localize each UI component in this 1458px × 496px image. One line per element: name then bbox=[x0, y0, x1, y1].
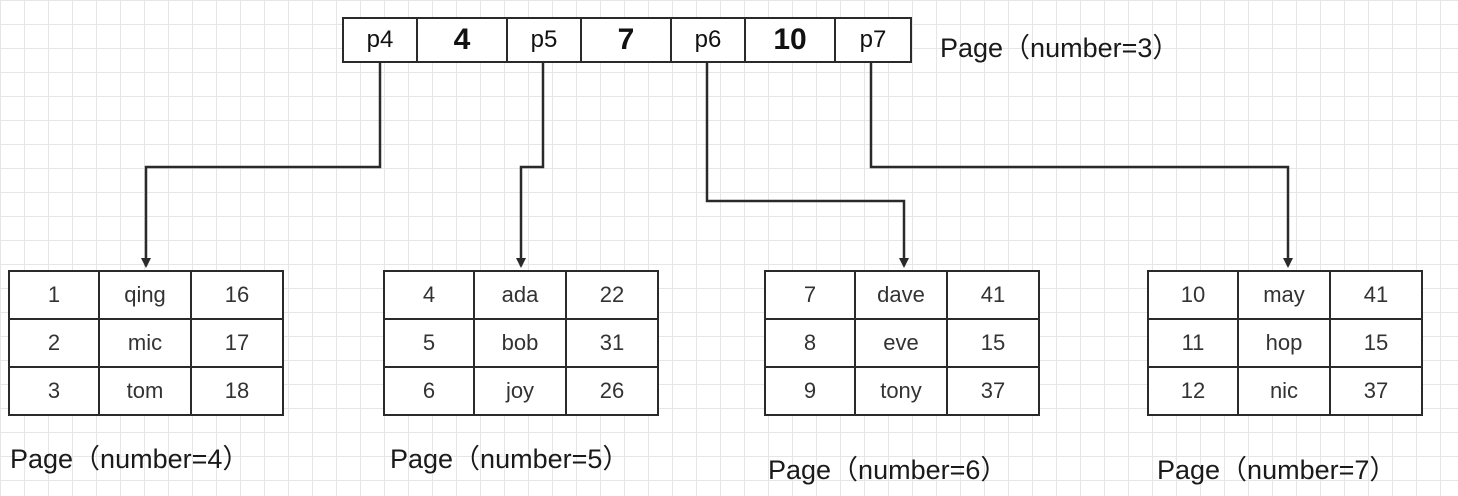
leaf-page-5-caption: Page（number=5） bbox=[390, 444, 630, 474]
table-row: 3 tom 18 bbox=[8, 366, 284, 416]
table-row: 7 dave 41 bbox=[764, 270, 1040, 320]
arrow-p6-to-page6 bbox=[705, 63, 909, 268]
cell-id: 2 bbox=[8, 318, 100, 368]
table-row: 6 joy 26 bbox=[383, 366, 659, 416]
root-pointer-p6: p6 bbox=[672, 19, 746, 61]
cell-id: 8 bbox=[764, 318, 856, 368]
root-page-caption: Page（number=3） bbox=[940, 33, 1180, 63]
cell-age: 18 bbox=[190, 366, 284, 416]
cell-name: ada bbox=[473, 270, 567, 320]
table-row: 5 bob 31 bbox=[383, 318, 659, 368]
root-key-7: 7 bbox=[582, 19, 672, 61]
cell-id: 10 bbox=[1147, 270, 1239, 320]
table-row: 11 hop 15 bbox=[1147, 318, 1423, 368]
cell-id: 11 bbox=[1147, 318, 1239, 368]
cell-name: nic bbox=[1237, 366, 1331, 416]
cell-id: 5 bbox=[383, 318, 475, 368]
table-row: 12 nic 37 bbox=[1147, 366, 1423, 416]
cell-name: qing bbox=[98, 270, 192, 320]
cell-id: 1 bbox=[8, 270, 100, 320]
arrow-p7-to-page7 bbox=[869, 63, 1293, 268]
cell-id: 9 bbox=[764, 366, 856, 416]
cell-id: 7 bbox=[764, 270, 856, 320]
table-row: 2 mic 17 bbox=[8, 318, 284, 368]
leaf-page-7: 10 may 41 11 hop 15 12 nic 37 bbox=[1147, 270, 1423, 416]
cell-age: 22 bbox=[565, 270, 659, 320]
cell-age: 15 bbox=[946, 318, 1040, 368]
table-row: 10 may 41 bbox=[1147, 270, 1423, 320]
root-key-10: 10 bbox=[746, 19, 836, 61]
cell-name: eve bbox=[854, 318, 948, 368]
root-index-page: p4 4 p5 7 p6 10 p7 bbox=[342, 17, 912, 63]
arrow-p4-to-page4 bbox=[141, 63, 382, 268]
root-pointer-p5: p5 bbox=[508, 19, 582, 61]
root-pointer-p7: p7 bbox=[859, 26, 887, 53]
leaf-page-4: 1 qing 16 2 mic 17 3 tom 18 bbox=[8, 270, 284, 416]
table-row: 9 tony 37 bbox=[764, 366, 1040, 416]
cell-name: tony bbox=[854, 366, 948, 416]
cell-id: 6 bbox=[383, 366, 475, 416]
leaf-page-6-caption: Page（number=6） bbox=[768, 455, 1008, 485]
leaf-page-5: 4 ada 22 5 bob 31 6 joy 26 bbox=[383, 270, 659, 416]
table-row: 4 ada 22 bbox=[383, 270, 659, 320]
cell-age: 41 bbox=[946, 270, 1040, 320]
cell-name: tom bbox=[98, 366, 192, 416]
arrow-p5-to-page5 bbox=[516, 63, 545, 268]
table-row: 1 qing 16 bbox=[8, 270, 284, 320]
cell-age: 16 bbox=[190, 270, 284, 320]
cell-age: 17 bbox=[190, 318, 284, 368]
root-pointer-p4: p4 bbox=[344, 19, 418, 61]
cell-name: mic bbox=[98, 318, 192, 368]
leaf-page-4-caption: Page（number=4） bbox=[10, 444, 250, 474]
cell-id: 4 bbox=[383, 270, 475, 320]
cell-age: 15 bbox=[1329, 318, 1423, 368]
cell-age: 41 bbox=[1329, 270, 1423, 320]
cell-age: 37 bbox=[946, 366, 1040, 416]
cell-name: bob bbox=[473, 318, 567, 368]
table-row: 8 eve 15 bbox=[764, 318, 1040, 368]
cell-age: 37 bbox=[1329, 366, 1423, 416]
cell-id: 12 bbox=[1147, 366, 1239, 416]
root-key-4: 4 bbox=[418, 19, 508, 61]
leaf-page-6: 7 dave 41 8 eve 15 9 tony 37 bbox=[764, 270, 1040, 416]
leaf-page-7-caption: Page（number=7） bbox=[1157, 455, 1397, 485]
cell-name: may bbox=[1237, 270, 1331, 320]
cell-name: hop bbox=[1237, 318, 1331, 368]
cell-age: 26 bbox=[565, 366, 659, 416]
cell-name: dave bbox=[854, 270, 948, 320]
cell-id: 3 bbox=[8, 366, 100, 416]
cell-name: joy bbox=[473, 366, 567, 416]
cell-age: 31 bbox=[565, 318, 659, 368]
